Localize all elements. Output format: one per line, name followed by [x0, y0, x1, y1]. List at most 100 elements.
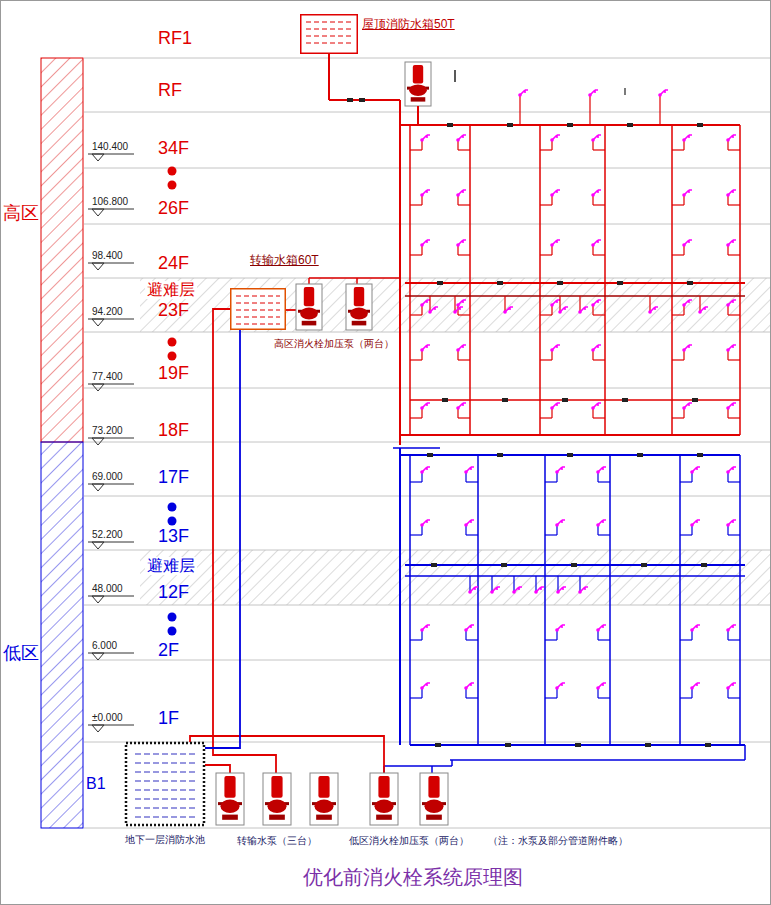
floor-line	[84, 660, 770, 661]
valve-symbol	[567, 123, 573, 127]
pump-frame	[296, 284, 322, 330]
floor-line	[84, 828, 770, 829]
pipe-line	[504, 296, 505, 312]
pump-icon	[263, 773, 291, 825]
hydrant-symbol	[726, 193, 730, 197]
pump-icon	[420, 773, 448, 825]
pipe-line	[417, 106, 419, 125]
hydrant-symbol	[420, 523, 424, 527]
pump-base	[352, 321, 367, 326]
hydrant-symbol	[464, 523, 468, 527]
hydrant-symbol	[682, 348, 686, 352]
hydrant-symbol	[596, 628, 600, 632]
hydrant-symbol	[550, 348, 554, 352]
pipe-line	[579, 576, 580, 592]
note-text: （注：水泵及部分管道附件略）	[488, 835, 628, 846]
pipe-line	[410, 359, 422, 360]
floor-label: 18F	[158, 421, 189, 441]
hydrant-symbol	[588, 93, 592, 97]
pipe-line	[450, 759, 745, 761]
elevation-label: 94.200	[92, 306, 123, 317]
water-line	[306, 36, 352, 37]
hydrant-symbol	[558, 310, 562, 314]
pipe-line	[672, 204, 684, 205]
pipe-line	[429, 296, 430, 312]
valve-symbol	[697, 123, 703, 127]
hydrant-symbol	[726, 138, 730, 142]
omission-dot	[168, 613, 177, 622]
hydrant-symbol	[591, 406, 595, 410]
pump-icon	[310, 773, 338, 825]
omission-dot	[168, 338, 177, 347]
pipe-line	[405, 575, 745, 577]
elevation-label: 106.800	[92, 196, 128, 207]
pool-outline	[126, 743, 204, 825]
zone-label: 低区	[3, 644, 39, 664]
node-shape	[300, 14, 358, 54]
roof-pump	[405, 62, 431, 106]
valve-symbol	[447, 123, 453, 127]
pipe-line	[466, 639, 478, 640]
valve-symbol	[497, 453, 503, 457]
pipe-line	[410, 744, 745, 746]
elevation-label: ±0.000	[92, 712, 123, 723]
pump-motor	[378, 776, 389, 798]
floor-line	[84, 58, 770, 59]
pipe-line	[544, 455, 546, 745]
pump-frame	[310, 773, 338, 825]
pipe-line	[604, 125, 606, 435]
water-line	[306, 43, 352, 44]
level-triangle	[92, 596, 104, 603]
zone-label: 高区	[3, 204, 39, 224]
pipe-line	[308, 278, 310, 284]
elevation-label: 77.400	[92, 371, 123, 382]
elevation-label: 6.000	[92, 640, 117, 651]
water-line	[135, 807, 195, 808]
pipe-line	[400, 124, 740, 126]
valve-symbol	[617, 281, 623, 285]
node-label: 高区消火栓加压泵（两台）	[274, 338, 394, 349]
hydrant-symbol	[420, 470, 424, 474]
pipe-line	[593, 149, 605, 150]
hydrant-symbol	[420, 303, 424, 307]
pipe-line	[384, 765, 452, 767]
valve-symbol	[637, 453, 643, 457]
pipe-line	[598, 534, 610, 535]
pipe-line	[399, 448, 401, 745]
roof-water-tank: 屋顶消防水箱50T	[300, 14, 358, 54]
valve-symbol	[557, 281, 563, 285]
level-triangle	[92, 438, 104, 445]
zone-bar	[41, 442, 83, 828]
hydrant-symbol	[456, 193, 460, 197]
pipe-line	[672, 314, 684, 315]
pipe-line	[458, 254, 470, 255]
pipe-line	[451, 760, 453, 766]
pipe-line	[672, 359, 684, 360]
pipe-line	[539, 125, 541, 435]
water-line	[135, 798, 195, 799]
valve-symbol	[641, 563, 647, 567]
floor-line	[84, 442, 770, 443]
pump-group: 转输水泵（三台）	[216, 773, 338, 825]
hydrant-symbol	[591, 303, 595, 307]
pipe-line	[519, 95, 520, 125]
floor-line	[84, 224, 770, 225]
hydrant-symbol	[578, 590, 582, 594]
valve-symbol	[435, 743, 441, 747]
node-label: 地下一层消防水池	[125, 834, 205, 845]
floor-line	[84, 112, 770, 113]
hydrant-symbol	[690, 686, 694, 690]
water-line	[135, 753, 195, 754]
hydrant-symbol	[591, 348, 595, 352]
pump-base	[376, 815, 392, 820]
pipe-line	[540, 254, 552, 255]
valve-symbol	[502, 398, 508, 402]
omission-dot	[168, 503, 177, 512]
pipe-line	[458, 149, 470, 150]
refuge-label: 避难层	[145, 281, 197, 299]
floor-line	[84, 388, 770, 389]
pipe-connector	[213, 309, 276, 773]
hydrant-symbol	[555, 628, 559, 632]
pipe-line	[699, 296, 700, 312]
